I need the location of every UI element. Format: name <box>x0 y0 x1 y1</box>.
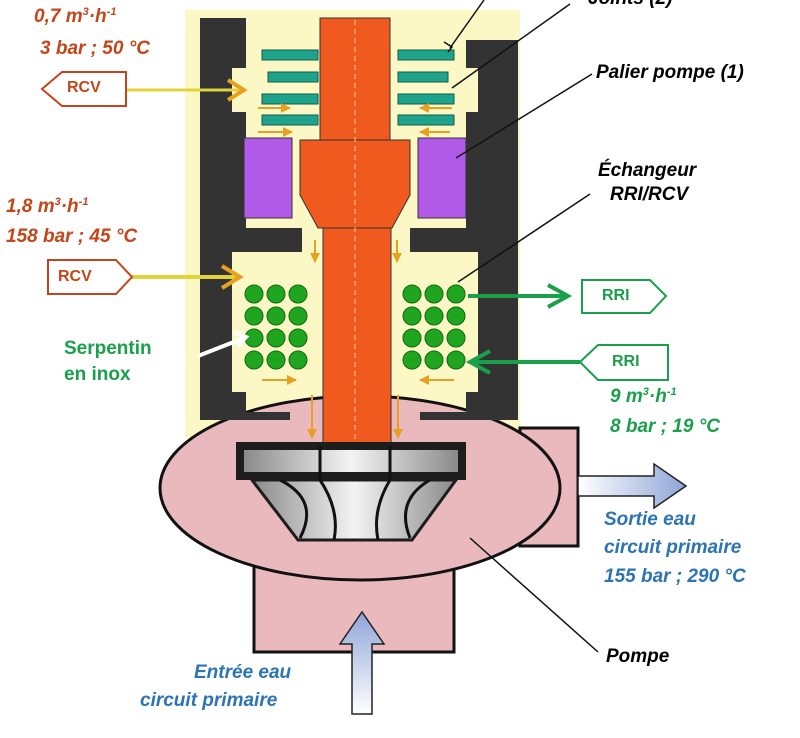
coil-right <box>402 284 466 370</box>
palier-label: Palier pompe (1) <box>596 62 744 83</box>
tag-rcv-mid: RCV <box>58 268 92 285</box>
sortie-label-3: 155 bar ; 290 °C <box>604 566 746 587</box>
rcv-inlet-arrowhead <box>220 264 244 290</box>
internal-flow-arrows <box>258 103 454 439</box>
echangeur-label-1: Échangeur <box>598 160 697 181</box>
housing-left-wall <box>200 18 302 420</box>
rri-outlet-arrowhead <box>547 283 573 309</box>
housing-right-wall <box>410 40 518 420</box>
tag-rcv-top: RCV <box>67 79 101 96</box>
rcv-top-flow-label: 0,7 m3·h-1 <box>34 6 117 27</box>
entree-label-1: Entrée eau <box>194 662 292 683</box>
bearing-right <box>417 137 467 219</box>
echangeur-label-2: RRI/RCV <box>610 184 689 205</box>
tag-rri-top: RRI <box>602 287 630 304</box>
rcv-outlet-arrowhead <box>226 78 248 102</box>
coil-left <box>244 284 308 370</box>
shaft-lower <box>322 227 392 451</box>
exchanger-cavity-right <box>402 264 466 392</box>
rcv-top-pressure-label: 3 bar ; 50 °C <box>40 38 151 59</box>
serpentin-pointer <box>197 336 245 358</box>
seals <box>261 49 455 126</box>
rri-flow-label: 9 m3·h-1 <box>610 386 677 407</box>
tag-rri-bottom-shape <box>578 344 669 381</box>
serpentin-label-1: Serpentin <box>64 338 152 359</box>
primary-inlet-arrow <box>338 610 386 715</box>
tag-rri-top-shape <box>581 279 668 314</box>
primary-outlet-arrow <box>577 462 688 510</box>
joints-label: Joints (2) <box>588 0 672 11</box>
tag-rri-bottom: RRI <box>612 353 640 370</box>
exchanger-cavity-left <box>246 264 308 392</box>
rcv-mid-flow-label: 1,8 m3·h-1 <box>6 196 89 217</box>
rri-inlet-arrowhead <box>465 349 491 375</box>
tag-rcv-top-shape <box>40 71 127 107</box>
sortie-label-1: Sortie eau <box>604 509 696 530</box>
impeller-blades <box>279 446 431 541</box>
serpentin-label-2: en inox <box>64 364 131 385</box>
bearing-left <box>243 137 293 219</box>
entree-label-2: circuit primaire <box>140 690 278 711</box>
sortie-label-2: circuit primaire <box>604 537 742 558</box>
leader-lines <box>449 0 599 653</box>
rri-pressure-label: 8 bar ; 19 °C <box>610 416 721 437</box>
rcv-mid-pressure-label: 158 bar ; 45 °C <box>6 226 138 247</box>
pompe-label: Pompe <box>606 646 670 667</box>
tag-rcv-mid-shape <box>47 259 134 295</box>
